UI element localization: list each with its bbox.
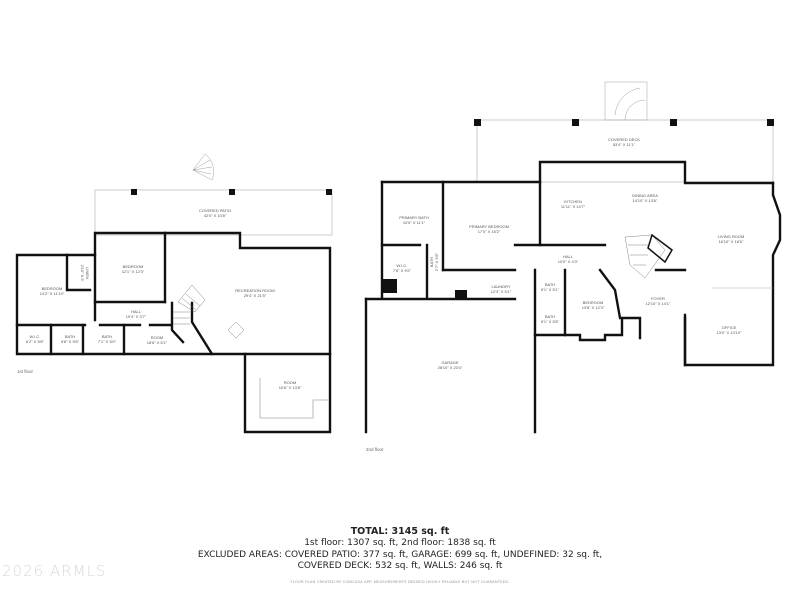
room-label-wic: W.I.C.7'6" x 9'2" xyxy=(392,263,412,273)
first-floor-plan xyxy=(15,153,333,434)
spiral-stair-icon xyxy=(604,81,648,121)
spiral-stair-icon xyxy=(192,153,214,181)
floor-areas: 1st floor: 1307 sq. ft, 2nd floor: 1838 … xyxy=(304,538,496,548)
floor-label-2nd: 2nd floor xyxy=(366,447,384,452)
staircase-icon xyxy=(624,233,673,279)
watermark: 2026 ARMLS xyxy=(2,562,107,580)
excluded-areas-line-2: COVERED DECK: 532 sq. ft, WALLS: 246 sq.… xyxy=(297,561,503,571)
total-area: TOTAL: 3145 sq. ft xyxy=(350,526,450,537)
disclaimer: FLOOR PLAN CREATED BY CUBICASA APP. MEAS… xyxy=(290,578,510,584)
room-label-wic: W.I.C.6'2" x 5'8" xyxy=(25,334,45,344)
staircase-icon xyxy=(173,284,245,339)
excluded-areas-line-1: EXCLUDED AREAS: COVERED PATIO: 377 sq. f… xyxy=(197,549,603,560)
floor-label-1st: 1st floor xyxy=(17,369,34,374)
second-floor-plan xyxy=(364,81,782,434)
area-summary: TOTAL: 3145 sq. ft 1st floor: 1307 sq. f… xyxy=(0,526,800,584)
